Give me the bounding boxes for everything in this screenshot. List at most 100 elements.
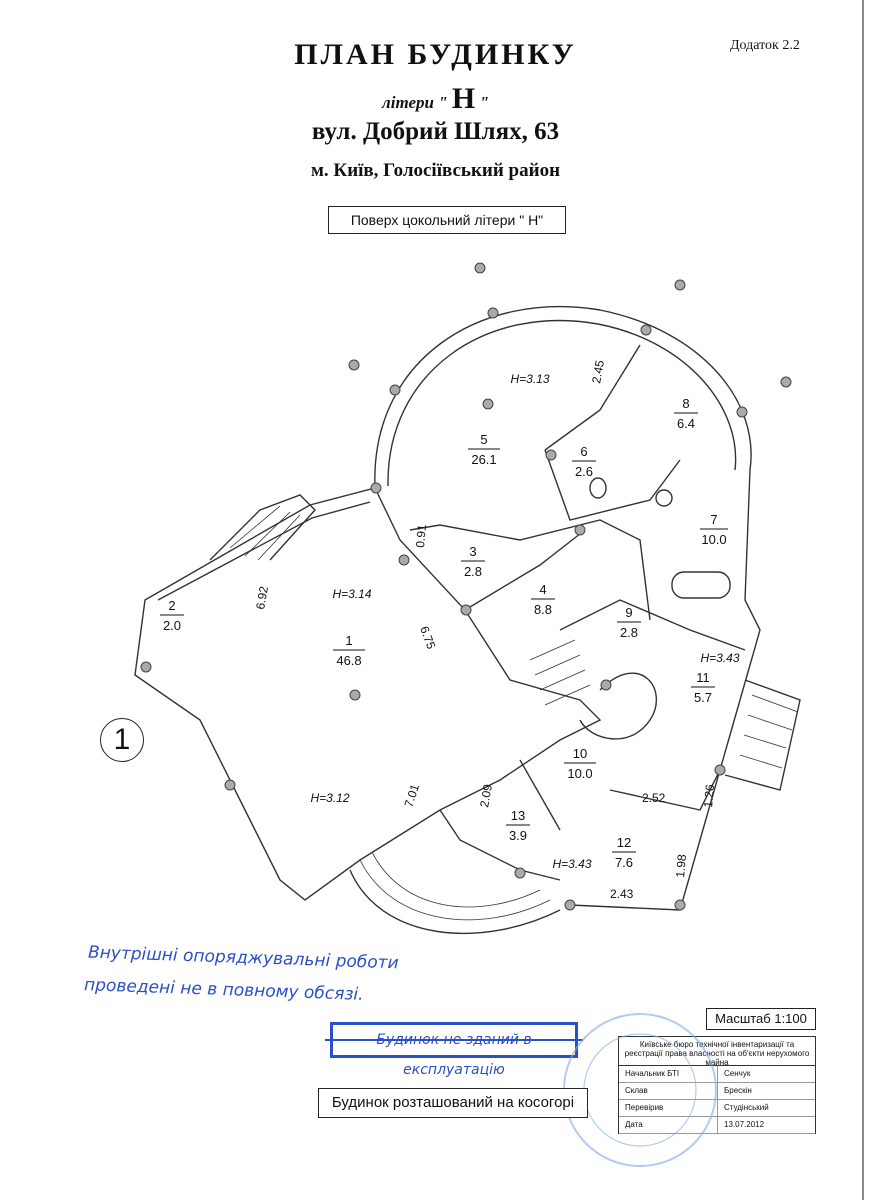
floor-label: Поверх цокольний літери " Н" (328, 206, 566, 234)
litera-prefix: літери " (382, 93, 448, 112)
sink (655, 489, 673, 507)
dim-6-75: 6.75 (417, 624, 438, 651)
litera-line: літери " Н " (0, 82, 871, 116)
room-label-10: 10 10.0 (564, 746, 596, 781)
height-room-1: H=3.14 (332, 587, 371, 601)
height-room-1-south: H=3.12 (310, 791, 349, 805)
bathtub (671, 571, 731, 599)
stamp-strike-line (325, 1039, 583, 1041)
dim-2-09: 2.09 (477, 783, 495, 809)
room-label-1: 146.8 (333, 633, 365, 668)
person-name: Студінський (724, 1103, 769, 1112)
stairs-room-2 (209, 494, 316, 561)
dim-6-92: 6.92 (253, 585, 271, 611)
room-7-area: 10.0 (701, 532, 726, 547)
room-label-3: 32.8 (461, 544, 485, 579)
wall-room-10-12 (519, 759, 721, 831)
room-label-11: 115.7 (691, 670, 715, 705)
room-label-13: 133.9 (506, 808, 530, 843)
signature-row: Склав Брескін (619, 1083, 815, 1100)
wall-room-1-inner (157, 501, 371, 601)
wall-outer-rotunda (374, 305, 761, 911)
room-1-num: 1 (345, 633, 352, 648)
page-edge (862, 0, 864, 1200)
dim-2-43: 2.43 (610, 887, 634, 901)
room-13-area: 3.9 (509, 828, 527, 843)
room-7-num: 7 (710, 512, 717, 527)
room-1-area: 46.8 (336, 653, 361, 668)
not-commissioned-stamp: Будинок не зданий в експлуатацію (325, 1022, 583, 1078)
room-12-num: 12 (617, 835, 631, 850)
wall-room-3-4 (409, 519, 651, 621)
wall-room-3-4-divider (464, 529, 586, 611)
room-9-num: 9 (625, 605, 632, 620)
dim-1-26: 1.26 (701, 783, 717, 808)
annex-label: Додаток 2.2 (730, 38, 800, 53)
room-6-area: 2.6 (575, 464, 593, 479)
room-10-area: 10.0 (567, 766, 592, 781)
height-room-11: H=3.43 (700, 651, 739, 665)
wall-inner-rotunda (387, 319, 737, 487)
wall-room-13 (439, 809, 561, 881)
outside-stairs (724, 679, 801, 791)
role-label: Перевірив (619, 1100, 718, 1116)
room-4-area: 8.8 (534, 602, 552, 617)
room-12-area: 7.6 (615, 855, 633, 870)
room-6-num: 6 (580, 444, 587, 459)
building-number-circle: 1 (100, 718, 144, 762)
person-name: Сенчук (724, 1069, 751, 1078)
room-label-9: 92.8 (617, 605, 641, 640)
dim-7-01: 7.01 (402, 782, 423, 809)
scale-label: Масштаб 1:100 (706, 1008, 816, 1030)
room-8-num: 8 (682, 396, 689, 411)
role-label: Начальник БТІ (619, 1066, 718, 1082)
room-11-num: 11 (696, 670, 710, 685)
city-district: м. Київ, Голосіївський район (310, 160, 561, 181)
room-3-num: 3 (469, 544, 476, 559)
height-room-12: H=3.43 (552, 857, 591, 871)
person-name: Брескін (724, 1086, 752, 1095)
litera-letter: Н (451, 82, 476, 115)
room-label-12: 127.6 (612, 835, 636, 870)
signature-table: Київське бюро технічної інвентаризації т… (618, 1036, 816, 1134)
wall-room-8 (544, 344, 641, 451)
room-8-area: 6.4 (677, 416, 695, 431)
document-title: ПЛАН БУДИНКУ (294, 38, 577, 71)
room-label-2: 22.0 (160, 598, 184, 633)
role-label: Склав (619, 1083, 718, 1099)
dim-1-98: 1.98 (673, 853, 689, 878)
room-2-area: 2.0 (163, 618, 181, 633)
wall-room-9-11 (559, 599, 746, 651)
signature-row: Начальник БТІ Сенчук (619, 1066, 815, 1083)
room-4-num: 4 (539, 582, 546, 597)
room-2-num: 2 (168, 598, 175, 613)
spiral-stair (579, 672, 657, 740)
role-label: Дата (619, 1117, 718, 1133)
dim-0-91: 0.91 (413, 523, 429, 548)
litera-suffix: " (479, 93, 489, 112)
wall-room-6 (544, 449, 681, 521)
room-label-8: 86.4 (674, 396, 698, 431)
slope-note: Будинок розташований на косогорі (318, 1088, 588, 1118)
room-13-num: 13 (511, 808, 525, 823)
room-label-4: 48.8 (531, 582, 555, 617)
toilet (589, 477, 607, 499)
room-10-num: 10 (573, 746, 587, 761)
wall-room-1 (134, 487, 602, 901)
dim-2-45: 2.45 (589, 359, 607, 385)
room-3-area: 2.8 (464, 564, 482, 579)
room-5-area: 26.1 (471, 452, 496, 467)
stairs-room-4 (529, 639, 591, 706)
signature-row: Перевірив Студінський (619, 1100, 815, 1117)
signature-row: Дата 13.07.2012 (619, 1117, 815, 1134)
room-label-5: 526.1 (468, 432, 500, 467)
room-label-7: 710.0 (700, 512, 728, 547)
room-5-num: 5 (480, 432, 487, 447)
organization-name: Київське бюро технічної інвентаризації т… (619, 1037, 815, 1067)
dim-2-52: 2.52 (642, 791, 666, 805)
terrace-arc-1 (349, 869, 561, 934)
room-label-6: 62.6 (572, 444, 596, 479)
signature-date: 13.07.2012 (724, 1120, 765, 1129)
room-9-area: 2.8 (620, 625, 638, 640)
street-address: вул. Добрий Шлях, 63 (311, 118, 560, 145)
